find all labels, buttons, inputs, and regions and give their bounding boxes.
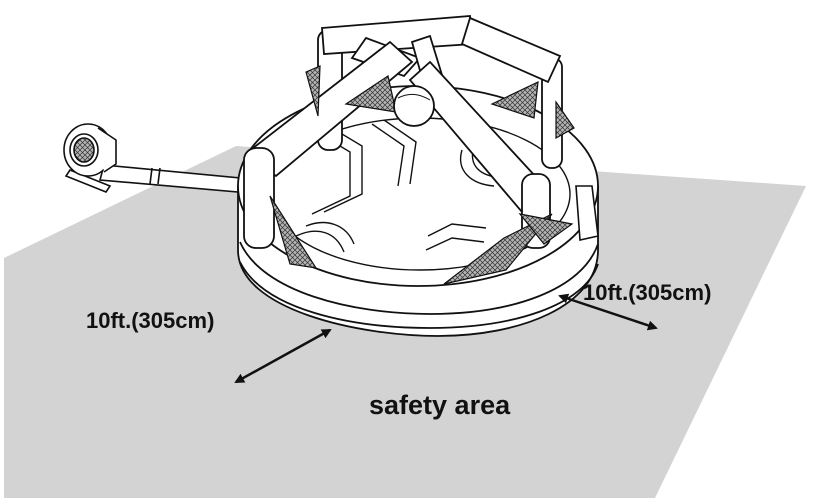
right-dimension-arrow (558, 293, 658, 331)
floor-lanes (295, 119, 503, 253)
safety-area-label: safety area (369, 390, 511, 420)
center-ball (393, 85, 435, 127)
right-dimension-label: 10ft.(305cm) (583, 280, 712, 305)
bouncer-side-step (575, 185, 599, 241)
left-dimension-label: 10ft.(305cm) (86, 308, 215, 333)
left-dimension-arrow (234, 328, 332, 384)
side-nets (269, 65, 575, 285)
blower-icon (63, 123, 117, 193)
